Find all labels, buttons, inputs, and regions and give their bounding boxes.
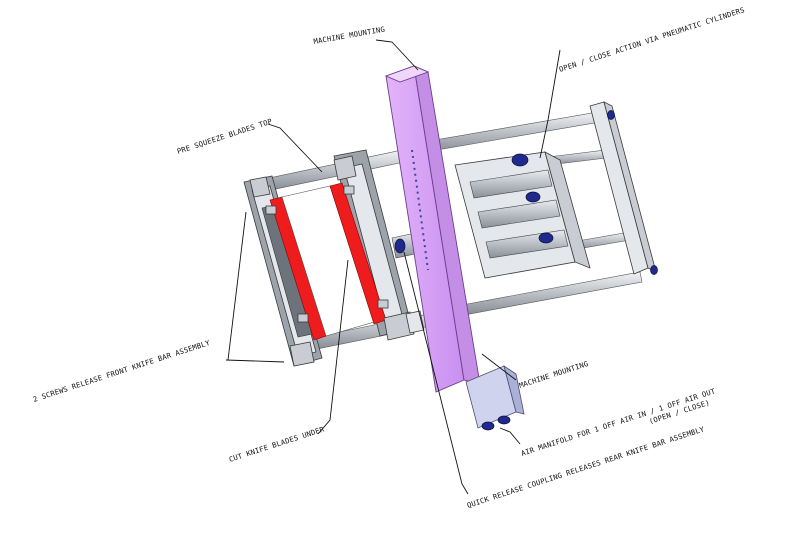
collar-bottom-mid — [383, 311, 415, 341]
leader-open-close — [539, 49, 561, 159]
leader-machine-mounting-bottom — [481, 353, 517, 381]
bolt-block-3 — [297, 313, 309, 323]
pneumatic-cylinder-1 — [469, 169, 553, 199]
end-plate-cap-bottom — [650, 265, 658, 275]
label-air-manifold-line1: AIR MANIFOLD FOR 1 OFF AIR IN / 1 OFF AI… — [520, 386, 717, 458]
label-open-close-action: OPEN / CLOSE ACTION VIA PNEUMATIC CYLIND… — [558, 5, 746, 74]
machine-mounting-plate — [384, 65, 525, 431]
lower-bracket-side — [503, 365, 525, 415]
air-fitting-in — [481, 421, 495, 431]
collar-bottom-right — [405, 310, 425, 334]
air-fitting-out — [497, 415, 511, 425]
collar-bottom-left — [289, 341, 315, 367]
leader-cut-knife — [317, 259, 349, 435]
leader-screws-1 — [225, 359, 285, 363]
cylinder-fitting-1 — [511, 153, 529, 167]
cylinder-fitting-2 — [525, 191, 541, 203]
leader-lines — [225, 39, 561, 495]
guide-rod-bottom-right — [445, 271, 643, 319]
cylinder-housing-side — [544, 151, 591, 269]
bolt-block-4 — [377, 299, 389, 309]
leader-quick-release — [403, 251, 469, 495]
collar-top-left — [249, 176, 271, 198]
bolt-block-2 — [343, 185, 355, 195]
label-machine-mounting-bottom: MACHINE MOUNTING — [518, 359, 590, 390]
label-pre-squeeze-blades: PRE SQUEEZE BLADES TOP — [176, 117, 274, 156]
bolt-block-1 — [265, 205, 277, 215]
coupling-fitting — [394, 238, 406, 254]
pneumatic-cylinder-2 — [477, 199, 561, 229]
leader-screws-2 — [227, 211, 247, 361]
leader-pre-squeeze — [267, 123, 323, 173]
mounting-screw-row — [411, 149, 429, 271]
front-knife-bar-assembly — [243, 149, 451, 367]
leader-air-manifold — [499, 427, 521, 445]
label-cut-knife-blades: CUT KNIFE BLADES UNDER — [228, 424, 326, 463]
rear-end-plate-front — [589, 101, 649, 275]
leader-machine-mounting-top — [375, 39, 419, 71]
label-screws-release: 2 SCREWS RELEASE FRONT KNIFE BAR ASSEMBL… — [32, 338, 212, 404]
collar-top-mid — [333, 155, 357, 181]
end-plate-cap-top — [607, 110, 615, 120]
rear-frame-assembly — [399, 101, 658, 319]
cylinder-fitting-3 — [538, 232, 554, 244]
label-machine-mounting-top: MACHINE MOUNTING — [313, 25, 386, 46]
